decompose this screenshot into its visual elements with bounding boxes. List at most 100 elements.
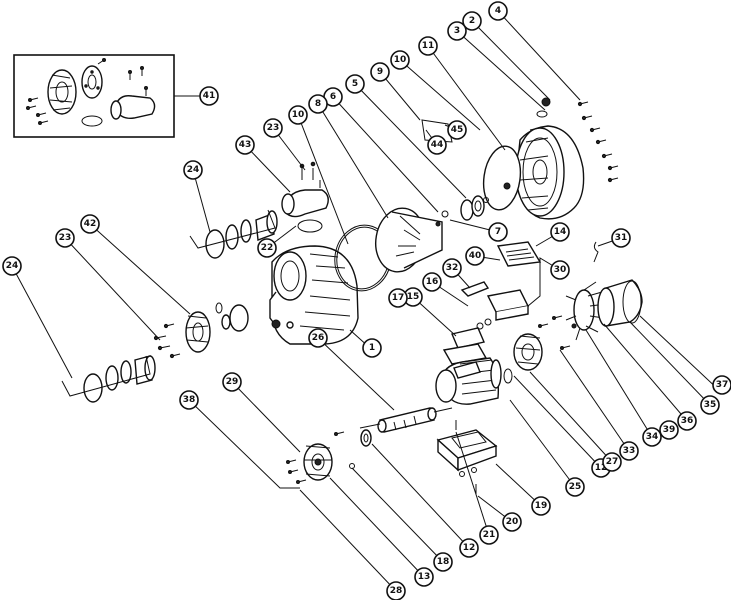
- callout-label: 37: [716, 380, 729, 390]
- front-bearing-12: [360, 429, 372, 447]
- callout-40: 40: [465, 246, 485, 266]
- callout-3: 3: [447, 21, 467, 41]
- callout-12-bottom: 12: [459, 538, 479, 558]
- callout-label: 15: [407, 292, 420, 302]
- callout-41: 41: [199, 86, 219, 106]
- callout-label: 10: [394, 55, 407, 65]
- callout-17: 17: [388, 288, 408, 308]
- callout-38: 38: [179, 390, 199, 410]
- callout-label: 35: [704, 400, 717, 410]
- callout-label: 16: [426, 277, 439, 287]
- bracket-screws: [538, 315, 571, 350]
- callout-16: 16: [422, 272, 442, 292]
- callout-label: 44: [431, 140, 444, 150]
- rear-bracket: [513, 333, 543, 371]
- callout-label: 23: [267, 123, 280, 133]
- callout-label: 24: [187, 165, 200, 175]
- inset-screws: [26, 58, 148, 125]
- callout-label: 26: [312, 333, 325, 343]
- callout-label: 18: [437, 557, 450, 567]
- diffuser-cone: [375, 207, 443, 273]
- callout-label: 22: [261, 243, 274, 253]
- upper-o-ring: [297, 219, 323, 233]
- callout-label: 32: [446, 263, 459, 273]
- callout-label: 27: [606, 457, 619, 467]
- front-cover: [515, 125, 585, 220]
- left-inlet-impeller: [185, 304, 249, 353]
- callout-label: 5: [352, 79, 358, 89]
- callout-label: 29: [226, 377, 239, 387]
- callout-36: 36: [677, 411, 697, 431]
- callout-label: 45: [451, 125, 464, 135]
- upper-elbow: [281, 161, 329, 233]
- callout-2: 2: [462, 11, 482, 31]
- callout-23-top: 23: [263, 118, 283, 138]
- callout-1: 1: [362, 338, 382, 358]
- callout-19: 19: [531, 496, 551, 516]
- callout-label: 36: [681, 416, 694, 426]
- callout-label: 13: [418, 572, 431, 582]
- callout-label: 1: [369, 343, 375, 353]
- callout-4: 4: [488, 1, 508, 21]
- callout-26: 26: [308, 328, 328, 348]
- callout-44: 44: [427, 135, 447, 155]
- inset-o-ring: [81, 115, 103, 127]
- terminal-lid-17: [442, 327, 488, 365]
- callout-label: 19: [535, 501, 548, 511]
- callout-label: 23: [59, 233, 72, 243]
- callout-30: 30: [550, 260, 570, 280]
- callout-label: 38: [183, 395, 196, 405]
- callout-32: 32: [442, 258, 462, 278]
- callout-34: 34: [642, 427, 662, 447]
- callout-31: 31: [611, 228, 631, 248]
- callout-27: 27: [602, 452, 622, 472]
- callout-20: 20: [502, 512, 522, 532]
- callout-7: 7: [488, 222, 508, 242]
- callout-label: 39: [663, 425, 676, 435]
- washer-18: [349, 463, 355, 469]
- callout-label: 40: [469, 251, 482, 261]
- leader-lines: [11, 10, 723, 592]
- callout-label: 20: [506, 517, 519, 527]
- left-screws: [153, 323, 181, 359]
- callout-label: 17: [392, 293, 405, 303]
- callout-label: 7: [495, 227, 501, 237]
- motor-bearing-12: [503, 368, 513, 384]
- callout-42: 42: [80, 214, 100, 234]
- callout-10-top: 10: [390, 50, 410, 70]
- front-bracket: [303, 443, 333, 481]
- pump-housing: [269, 245, 359, 345]
- callout-label: 12: [463, 543, 476, 553]
- inset-diffuser: [81, 65, 103, 99]
- callout-label: 42: [84, 219, 97, 229]
- cooling-fan: [565, 281, 607, 341]
- motor-body: [435, 357, 502, 405]
- callout-45: 45: [447, 120, 467, 140]
- left-diffuser-gaskets: [215, 302, 223, 314]
- callout-9: 9: [370, 62, 390, 82]
- upper-union-assembly: [189, 209, 278, 259]
- callout-22: 22: [257, 238, 277, 258]
- cover-plug-washer-3: [536, 110, 548, 118]
- callout-label: 31: [615, 233, 628, 243]
- small-o-ring-7: [441, 210, 449, 218]
- callout-label: 2: [469, 16, 475, 26]
- cover-center: [503, 182, 511, 190]
- callout-5: 5: [345, 74, 365, 94]
- callout-23-left: 23: [55, 228, 75, 248]
- callout-24-top: 24: [183, 160, 203, 180]
- callout-label: 11: [422, 41, 435, 51]
- callout-label: 24: [6, 261, 19, 271]
- callout-label: 3: [454, 26, 460, 36]
- callout-24-left: 24: [2, 256, 22, 276]
- bracket-screws-left: [286, 431, 345, 484]
- fan-cover: [597, 279, 643, 327]
- callout-label: 6: [330, 92, 336, 102]
- mechanical-seal: [460, 195, 489, 221]
- callout-25: 25: [565, 477, 585, 497]
- callout-label: 12: [595, 463, 608, 473]
- callout-14: 14: [550, 222, 570, 242]
- callout-37: 37: [712, 375, 731, 395]
